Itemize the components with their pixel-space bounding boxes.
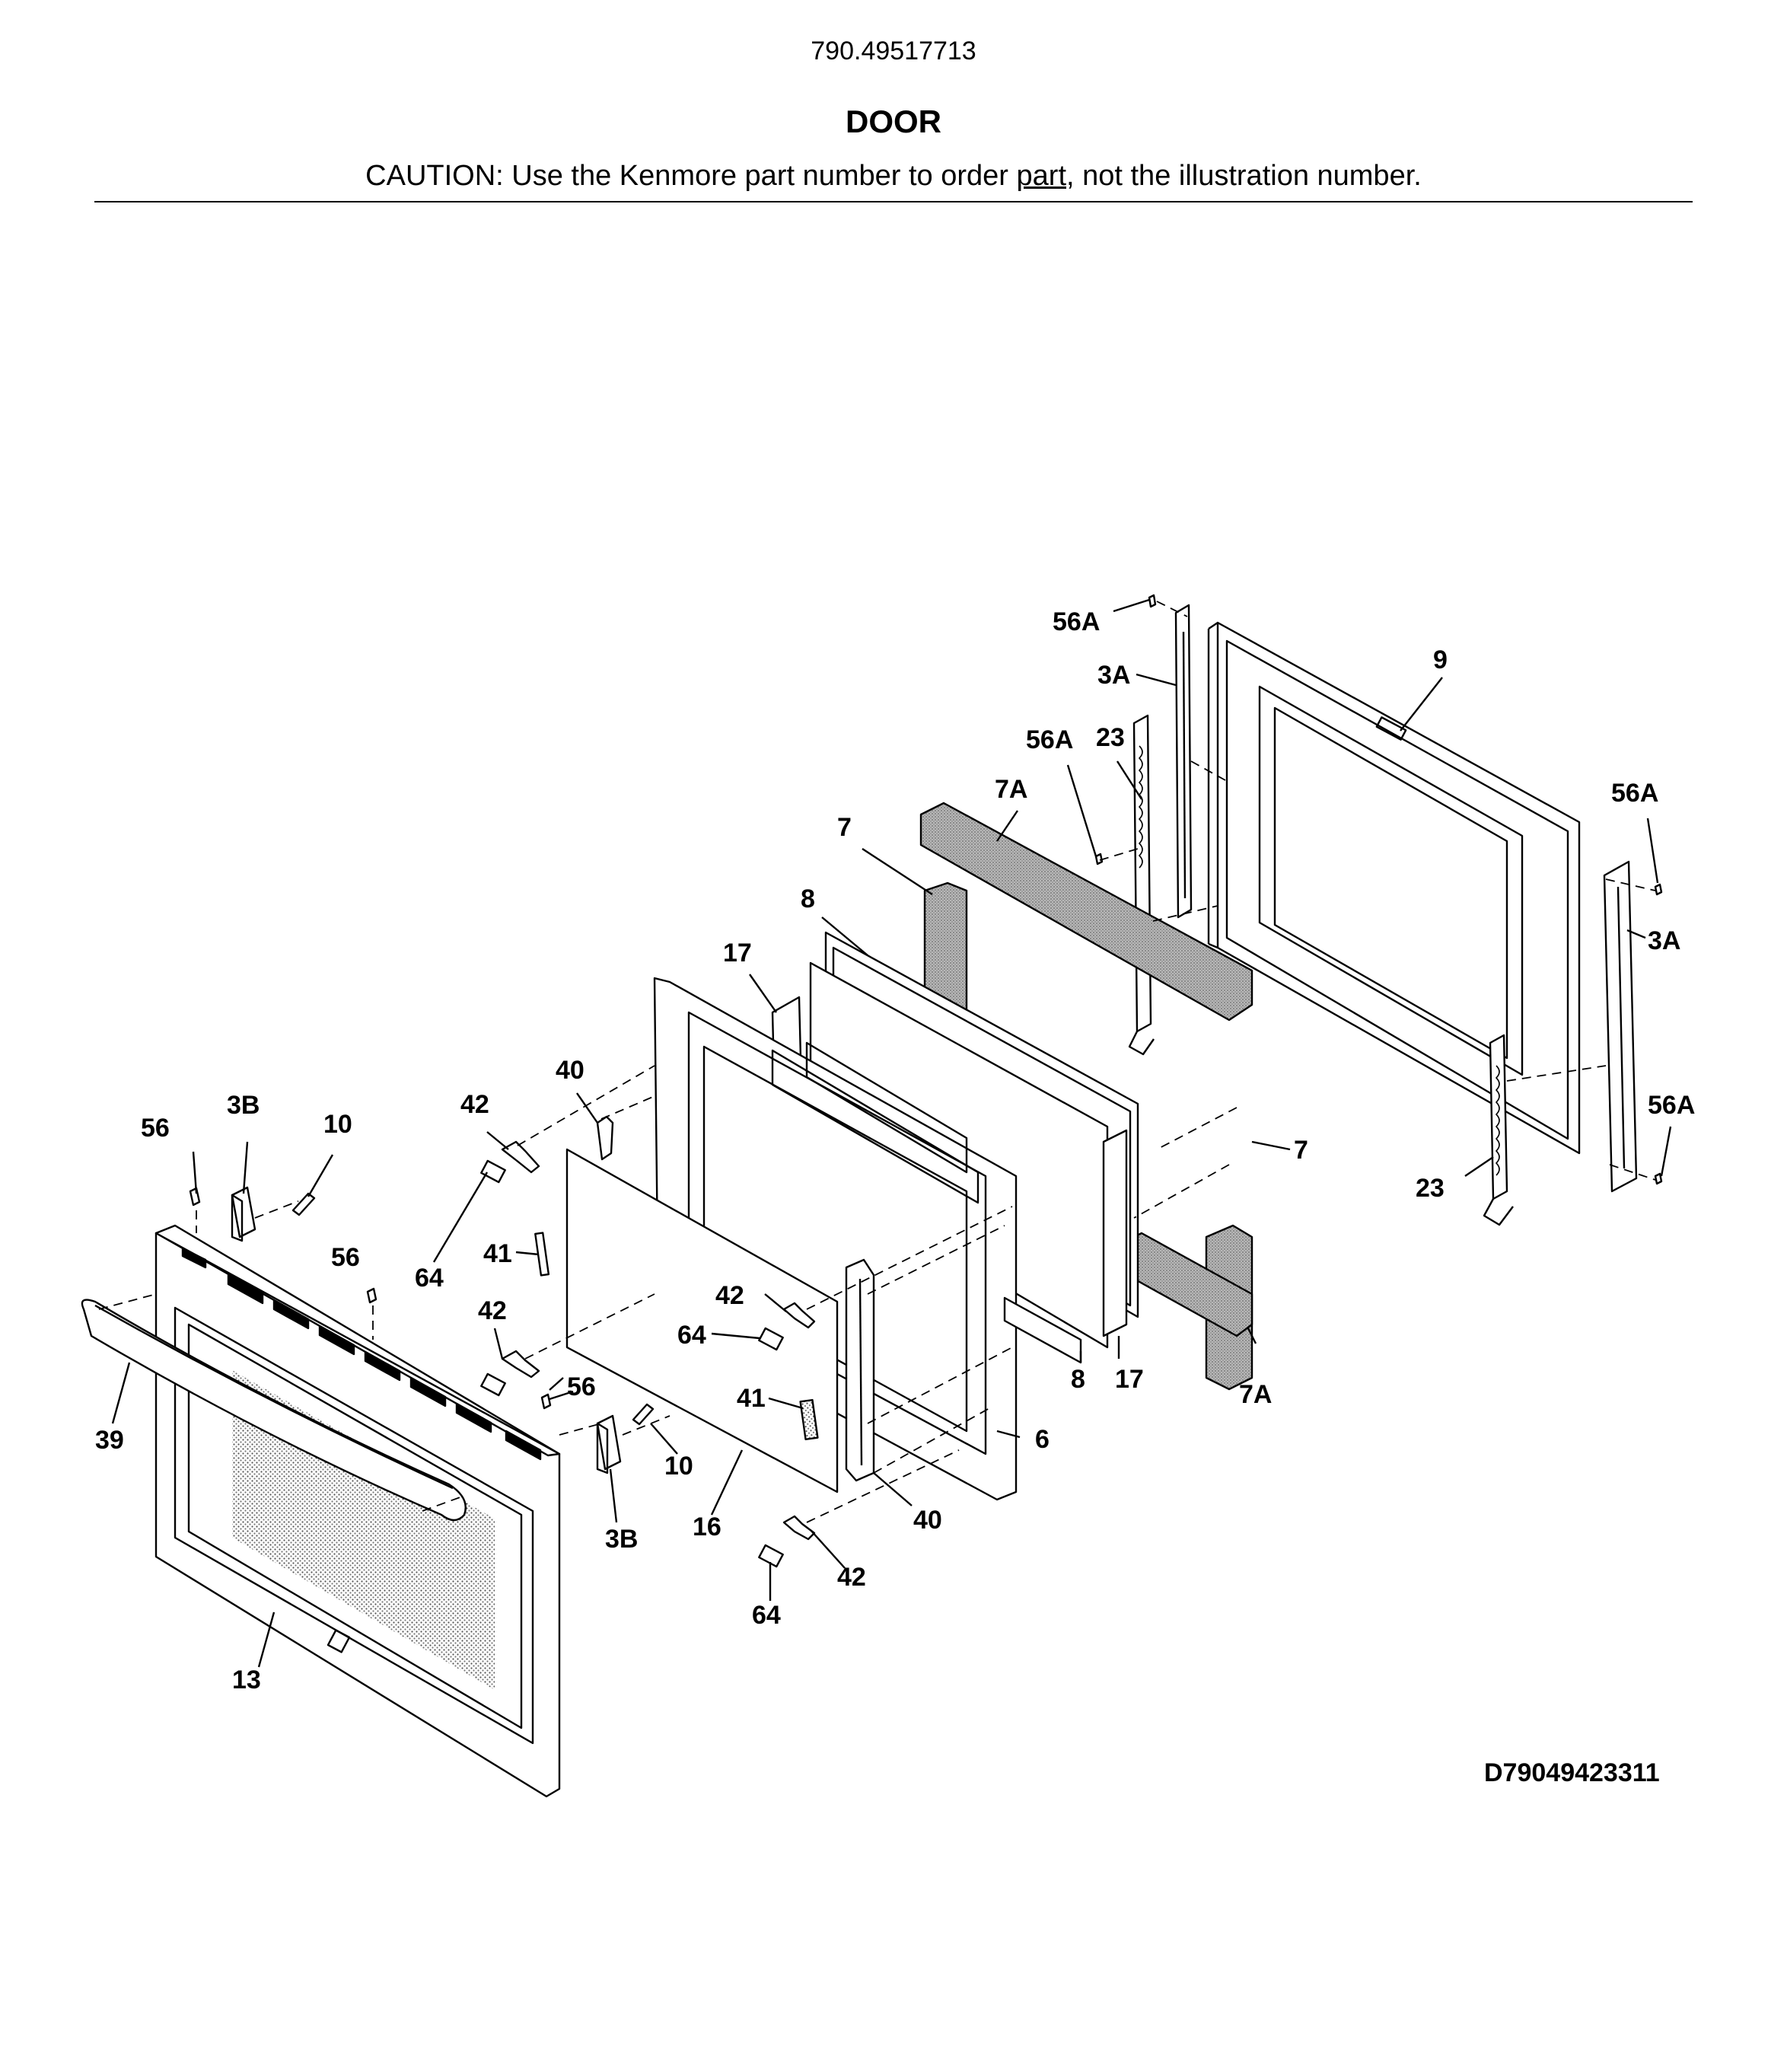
callout-labels: 56A 3A 9 56A 23 7A 7 56A 3A 8 17 40 42 5…: [95, 607, 1695, 1694]
glass-bracket-upper: [596, 1115, 614, 1161]
leader-lines: [111, 598, 1672, 1668]
callout-10-bot: 10: [664, 1452, 693, 1481]
callout-6: 6: [1035, 1425, 1050, 1454]
inner-glass-panel: [565, 1148, 839, 1493]
part-link[interactable]: part: [1016, 160, 1066, 192]
callout-39: 39: [95, 1426, 124, 1455]
section-title: DOOR: [846, 104, 941, 139]
callout-16: 16: [693, 1513, 721, 1541]
callout-3B-top: 3B: [227, 1091, 260, 1120]
callout-3B-bot: 3B: [605, 1525, 638, 1554]
callout-41-right: 41: [737, 1384, 766, 1413]
callout-64-bot: 64: [752, 1601, 781, 1630]
callout-40-top: 40: [556, 1056, 585, 1085]
callout-8-top: 8: [801, 885, 815, 913]
screw-56-bot: [540, 1393, 552, 1410]
retainer-right: [799, 1398, 819, 1441]
door-vent-slots: [181, 1247, 542, 1461]
clip-right: [782, 1302, 816, 1329]
bumper-right: [758, 1327, 784, 1351]
screw-56-top: [366, 1287, 377, 1304]
header-divider: [94, 201, 1693, 202]
end-cap-bracket-bottom: [596, 1414, 622, 1474]
callout-42-right: 42: [715, 1281, 744, 1310]
caution-text: CAUTION: Use the Kenmore part number to …: [365, 160, 1017, 192]
caution-note: CAUTION: Use the Kenmore part number to …: [0, 160, 1787, 193]
bumper-bottom: [758, 1544, 784, 1568]
callout-40-bot: 40: [913, 1506, 942, 1535]
caution-text-end: , not the illustration number.: [1066, 160, 1422, 192]
screw-56a-right-bot: [1654, 1172, 1663, 1185]
callout-42-mid: 42: [478, 1296, 507, 1325]
insulation-strip-upper: [919, 802, 1253, 1022]
end-cap-bracket-top: [231, 1186, 256, 1242]
callout-64-left: 64: [415, 1264, 444, 1293]
hinge-upper: [1128, 714, 1155, 1056]
callout-56A-top: 56A: [1053, 607, 1100, 636]
callout-9: 9: [1433, 646, 1448, 674]
callout-42-bot: 42: [837, 1563, 866, 1592]
callout-7A-bot: 7A: [1239, 1380, 1272, 1409]
callout-64-mid: 64: [677, 1321, 706, 1350]
callout-8-bot: 8: [1071, 1365, 1085, 1394]
outer-door-panel: [154, 1224, 561, 1798]
bumper-mid-left: [480, 1372, 506, 1397]
callout-13: 13: [232, 1666, 261, 1694]
hinge-channel-left: [1174, 604, 1193, 919]
callout-3A-right: 3A: [1648, 926, 1680, 955]
clip-mid-left: [501, 1350, 540, 1379]
door-handle: [81, 1299, 467, 1522]
door-frame-middle: [653, 977, 1082, 1501]
callout-56A-mid: 56A: [1026, 725, 1073, 754]
bumper-upper-left: [480, 1159, 506, 1184]
hinge-lower: [1483, 1034, 1514, 1226]
screw-10-top: [291, 1192, 316, 1216]
callout-3A-top: 3A: [1097, 661, 1130, 690]
callout-42-top: 42: [460, 1090, 489, 1119]
screw-56-left: [189, 1187, 201, 1207]
callout-7-right: 7: [1294, 1136, 1308, 1165]
hinge-channel-right: [1603, 860, 1638, 1193]
callout-7-top: 7: [837, 813, 852, 842]
callout-41-left: 41: [483, 1239, 512, 1268]
callout-56A-right-bot: 56A: [1648, 1091, 1695, 1120]
callout-17-top: 17: [723, 939, 752, 967]
callout-7A-top: 7A: [995, 775, 1027, 804]
screw-56a-mid: [1094, 853, 1104, 865]
clip-bottom: [782, 1515, 816, 1541]
screw-10-bot: [632, 1403, 655, 1426]
screw-56a-top: [1148, 594, 1157, 608]
callout-56-mid: 56: [331, 1243, 360, 1272]
model-number: 790.49517713: [811, 37, 976, 65]
callout-23-top: 23: [1096, 723, 1125, 752]
callout-23-bot: 23: [1416, 1174, 1445, 1203]
callout-17-bot: 17: [1115, 1365, 1144, 1394]
diagram-code: D79049423311: [1484, 1758, 1660, 1787]
inner-door-liner: [1207, 621, 1581, 1155]
clip-upper-left: [501, 1140, 540, 1174]
callout-56-left: 56: [141, 1114, 170, 1143]
spacer-right: [1102, 1129, 1128, 1337]
screw-56a-right-top: [1654, 883, 1663, 896]
callout-56-bot: 56: [567, 1372, 596, 1401]
callout-56A-right-top: 56A: [1611, 779, 1658, 808]
callout-10-top: 10: [323, 1110, 352, 1139]
